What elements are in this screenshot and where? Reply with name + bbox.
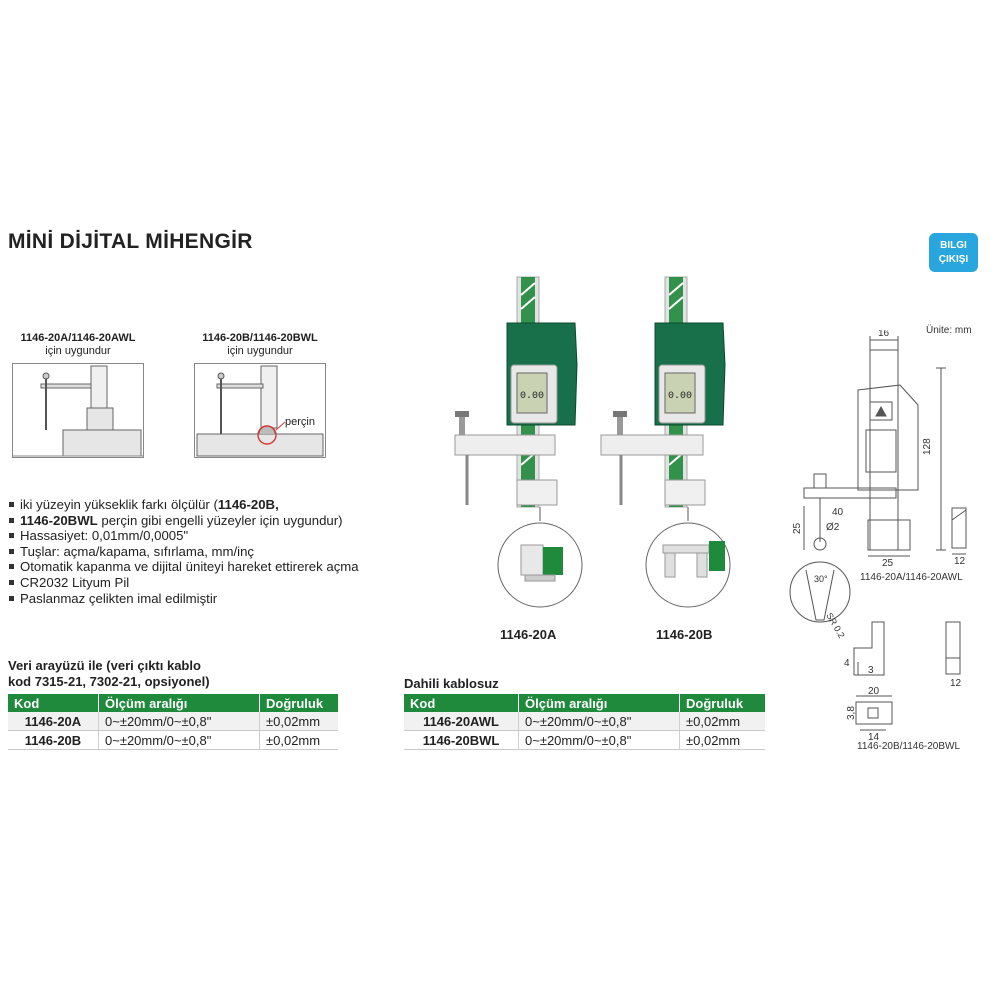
dim-3-8: 3,8 [846, 706, 857, 720]
cell-accuracy: ±0,02mm [259, 730, 338, 750]
cell-code: 1146-20AWL [404, 712, 519, 731]
product-a-image: 0.00 [454, 276, 583, 608]
usage-b-text: için uygundur [227, 345, 293, 357]
dim-3: 3 [868, 665, 874, 676]
cell-code: 1146-20A [8, 712, 99, 731]
dim-128: 128 [922, 438, 933, 455]
dim-12-a: 12 [954, 556, 966, 567]
product-a-label: 1146-20A [500, 627, 557, 642]
feature-item: CR2032 Lityum Pil [8, 575, 359, 591]
feature-item: Hassasiyet: 0,01mm/0,0005" [8, 528, 359, 544]
usage-b-drawing [196, 365, 324, 457]
col-header-olcum: Ölçüm aralığı [98, 694, 260, 712]
usage-b-illustration: perçin [194, 363, 326, 458]
cell-range: 0~±20mm/0~±0,8" [98, 730, 260, 750]
unit-label: Ünite: mm [926, 325, 972, 336]
feature-item: Tuşlar: açma/kapama, sıfırlama, mm/inç [8, 544, 359, 560]
bilgi-cikisi-badge: BILGI ÇIKIŞI [929, 233, 978, 272]
badge-line-1: BILGI [940, 239, 967, 251]
table2-header-row: Kod Ölçüm aralığı Doğruluk [404, 694, 765, 712]
col-header-dogruluk: Doğruluk [679, 694, 765, 712]
col-header-kod: Kod [8, 694, 99, 712]
drawing-caption-b: 1146-20B/1146-20BWL [857, 741, 961, 752]
usage-a-code: 1146-20A/1146-20AWL [20, 332, 136, 344]
dim-sr: SR 0.2 [824, 611, 846, 640]
cell-accuracy: ±0,02mm [679, 730, 765, 750]
cell-code: 1146-20B [8, 730, 99, 750]
product-b-image: 0.00 [600, 276, 731, 608]
dim-16: 16 [878, 330, 890, 339]
feature-item-cont: 1146-20BWL perçin gibi engelli yüzeyler … [8, 513, 359, 529]
product-b-label: 1146-20B [656, 627, 713, 642]
usage-a-text: için uygundur [45, 345, 111, 357]
cell-range: 0~±20mm/0~±0,8" [518, 730, 680, 750]
dim-30-deg: 30° [814, 574, 828, 584]
feature-list: iki yüzeyin yükseklik farkı ölçülür (114… [8, 497, 359, 606]
cell-range: 0~±20mm/0~±0,8" [518, 712, 680, 731]
usage-a-caption: 1146-20A/1146-20AWL için uygundur [8, 332, 148, 358]
dim-25-vertical: 25 [792, 522, 803, 534]
dim-25-horizontal: 25 [882, 558, 894, 569]
feature-item: Otomatik kapanma ve dijital üniteyi hare… [8, 559, 359, 575]
feature-item: Paslanmaz çelikten imal edilmiştir [8, 591, 359, 607]
table-row: 1146-20AWL 0~±20mm/0~±0,8" ±0,02mm [404, 712, 765, 731]
dim-20: 20 [868, 686, 880, 697]
dim-diameter: Ø2 [826, 522, 840, 533]
feature-item: iki yüzeyin yükseklik farkı ölçülür (114… [8, 497, 359, 513]
cell-accuracy: ±0,02mm [259, 712, 338, 731]
badge-line-2: ÇIKIŞI [938, 253, 969, 265]
usage-a-drawing [13, 365, 143, 457]
table-row: 1146-20BWL 0~±20mm/0~±0,8" ±0,02mm [404, 730, 765, 750]
cell-accuracy: ±0,02mm [679, 712, 765, 731]
table1-header-row: Kod Ölçüm aralığı Doğruluk [8, 694, 338, 712]
table-row: 1146-20A 0~±20mm/0~±0,8" ±0,02mm [8, 712, 338, 731]
table1: Kod Ölçüm aralığı Doğruluk 1146-20A 0~±2… [8, 694, 338, 750]
table-row: 1146-20B 0~±20mm/0~±0,8" ±0,02mm [8, 730, 338, 750]
technical-drawing: 16 128 40 25 Ø2 25 12 30° SR 0.2 4 3 12 … [789, 330, 967, 743]
page-title: MİNİ DİJİTAL MİHENGİR [8, 230, 253, 253]
col-header-kod: Kod [404, 694, 519, 712]
product-b-lcd-text: 0.00 [668, 391, 692, 402]
table1-title-line-1: Veri arayüzü ile (veri çıktı kablo [8, 658, 201, 673]
dim-40: 40 [832, 507, 844, 518]
table2: Kod Ölçüm aralığı Doğruluk 1146-20AWL 0~… [404, 694, 765, 750]
cell-range: 0~±20mm/0~±0,8" [98, 712, 260, 731]
table2-title: Dahili kablosuz [404, 676, 499, 691]
dim-4: 4 [844, 658, 850, 669]
usage-b-caption: 1146-20B/1146-20BWL için uygundur [190, 332, 330, 358]
cell-code: 1146-20BWL [404, 730, 519, 750]
col-header-dogruluk: Doğruluk [259, 694, 338, 712]
table1-title: Veri arayüzü ile (veri çıktı kablo kod 7… [8, 658, 210, 690]
dim-14: 14 [868, 732, 880, 743]
col-header-olcum: Ölçüm aralığı [518, 694, 680, 712]
usage-b-code: 1146-20B/1146-20BWL [202, 332, 318, 344]
percin-label: perçin [285, 416, 315, 428]
product-a-lcd-text: 0.00 [520, 391, 544, 402]
dim-12-b: 12 [950, 678, 962, 689]
usage-a-illustration [12, 363, 144, 458]
drawing-caption-a: 1146-20A/1146-20AWL [860, 572, 963, 583]
table1-title-line-2: kod 7315-21, 7302-21, opsiyonel) [8, 674, 210, 689]
